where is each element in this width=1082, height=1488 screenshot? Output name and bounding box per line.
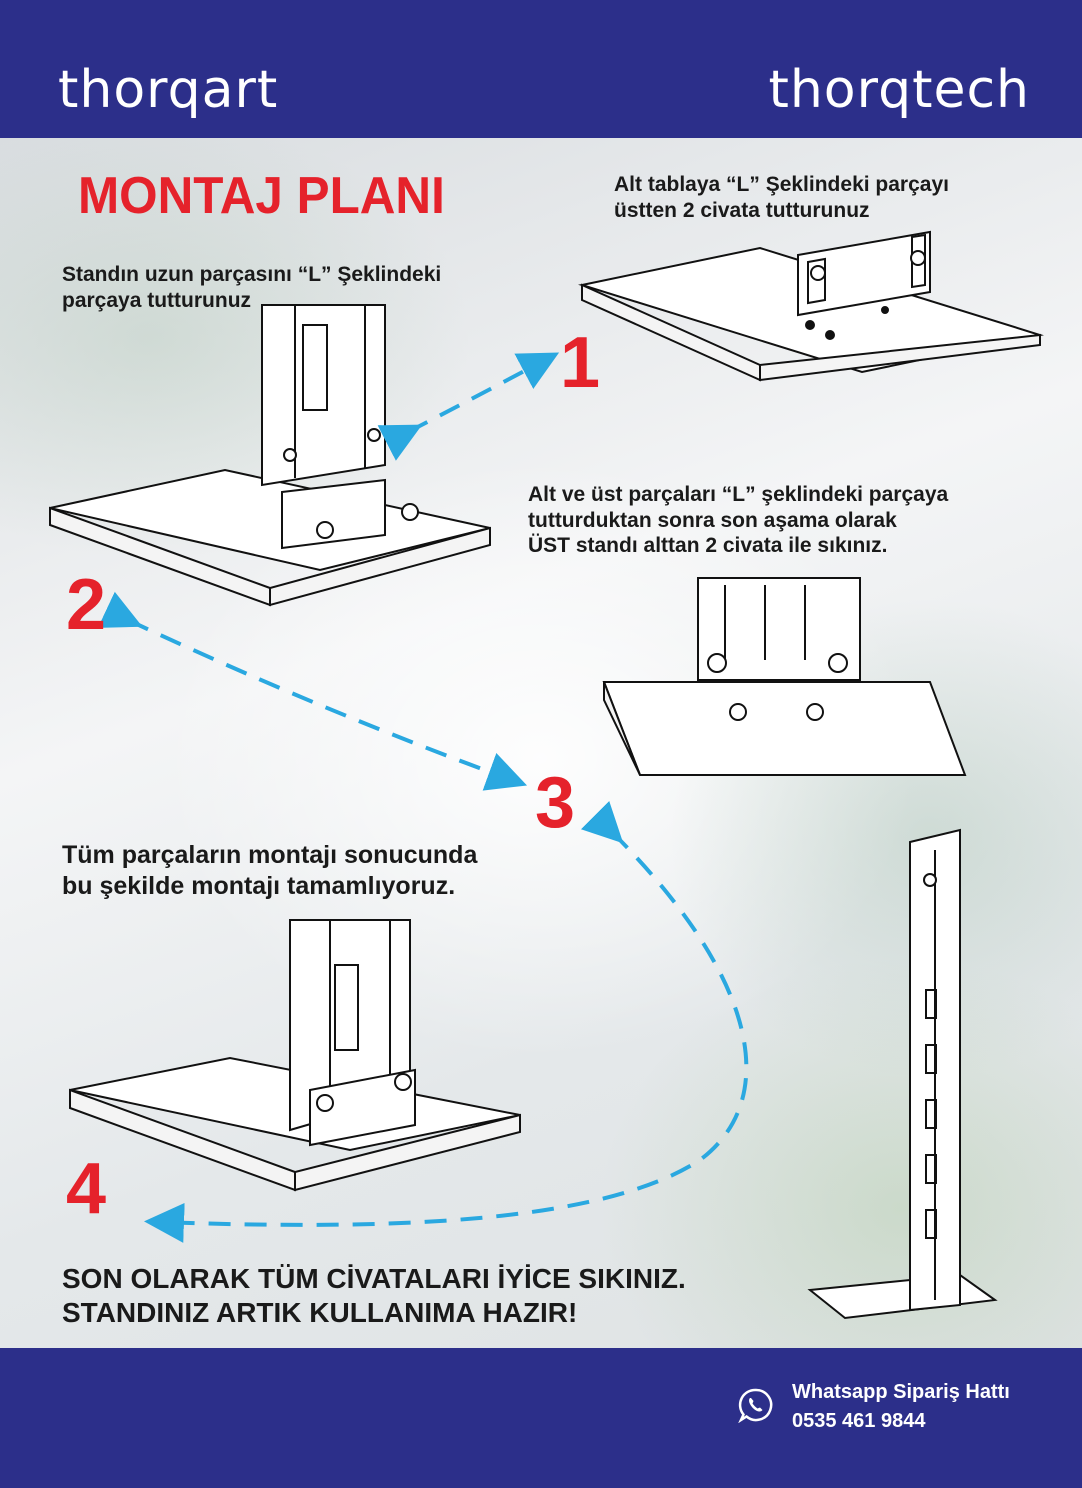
illustration-step2 — [49, 304, 491, 607]
step1-line1: Alt tablaya “L” Şeklindeki parçayı — [614, 173, 949, 196]
whatsapp-contact: Whatsapp Sipariş Hattı 0535 461 9844 — [792, 1378, 1010, 1436]
illustration-step3 — [602, 577, 967, 776]
illustration-upright — [807, 828, 998, 1320]
step3-line2: tutturduktan sonra son aşama olarak — [528, 508, 897, 532]
step3-line1: Alt ve üst parçaları “L” şeklindeki parç… — [528, 483, 949, 506]
step-number-3: 3 — [535, 763, 576, 843]
step4-line2: bu şekilde montajı tamamlıyoruz. — [62, 871, 456, 900]
header-banner: thorqart thorqtech — [0, 0, 1082, 138]
phone-number[interactable]: 0535 461 9844 — [792, 1410, 926, 1432]
step1-line2: üstten 2 civata tutturunuz — [614, 198, 870, 222]
whatsapp-label: Whatsapp Sipariş Hattı — [792, 1381, 1010, 1403]
final-instruction: SON OLARAK TÜM CİVATALARI İYİCE SIKINIZ.… — [62, 1262, 686, 1329]
dashed-arrows — [97, 352, 749, 1243]
step2-line2: parçaya tutturunuz — [62, 288, 252, 312]
brand-thorqtech: thorqtech — [768, 60, 1030, 120]
step2-line1: Standın uzun parçasını “L” Şeklindeki — [62, 263, 442, 286]
step1-instruction: Alt tablaya “L” Şeklindeki parçayı üstte… — [614, 172, 949, 223]
footer-banner — [0, 1348, 1082, 1488]
page-title: MONTAJ PLANI — [78, 167, 445, 225]
step-number-1: 1 — [560, 323, 601, 403]
final-line2: STANDINIZ ARTIK KULLANIMA HAZIR! — [62, 1296, 578, 1328]
final-line1: SON OLARAK TÜM CİVATALARI İYİCE SIKINIZ. — [62, 1263, 686, 1294]
illustration-step1 — [578, 230, 1044, 382]
step3-line3: ÜST standı alttan 2 civata ile sıkınız. — [528, 534, 888, 558]
step2-instruction: Standın uzun parçasını “L” Şeklindeki pa… — [62, 262, 441, 313]
step-number-4: 4 — [66, 1149, 107, 1229]
whatsapp-icon — [738, 1388, 773, 1423]
brand-thorqart: thorqart — [58, 60, 279, 120]
step3-instruction: Alt ve üst parçaları “L” şeklindeki parç… — [528, 482, 948, 559]
illustration-step4 — [69, 919, 521, 1192]
step4-instruction: Tüm parçaların montajı sonucunda bu şeki… — [62, 840, 477, 901]
step4-line1: Tüm parçaların montajı sonucunda — [62, 841, 478, 869]
step-number-2: 2 — [66, 565, 107, 645]
